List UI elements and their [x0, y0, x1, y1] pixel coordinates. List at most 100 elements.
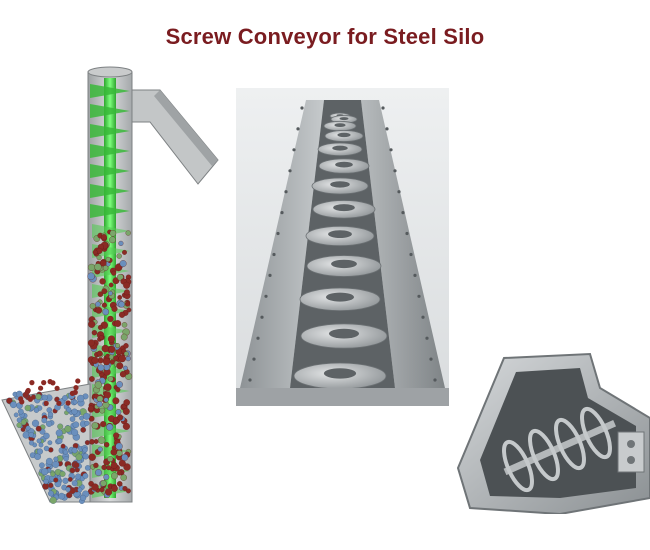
- bolt: [264, 294, 268, 298]
- particle: [75, 378, 81, 384]
- bolt: [421, 315, 425, 319]
- screw-flight: [90, 164, 130, 178]
- bolt: [292, 148, 296, 152]
- diagram-svg: [1, 66, 219, 504]
- particle: [124, 301, 131, 307]
- bolt: [256, 336, 260, 340]
- particle: [89, 376, 95, 382]
- particle: [47, 379, 53, 385]
- particle: [97, 357, 104, 364]
- particle: [47, 440, 53, 446]
- particle: [16, 422, 22, 428]
- bolt: [268, 273, 272, 277]
- particle: [119, 371, 127, 378]
- particle: [62, 395, 68, 401]
- particle: [49, 496, 57, 504]
- flight-hole: [339, 117, 349, 121]
- particle: [111, 305, 118, 312]
- particle: [83, 412, 91, 420]
- particle: [98, 335, 104, 340]
- particle: [105, 488, 113, 496]
- particle: [18, 396, 24, 402]
- bolt: [284, 190, 288, 194]
- bolt: [401, 211, 405, 215]
- particle: [41, 417, 48, 424]
- particle: [108, 282, 114, 288]
- particle: [126, 307, 132, 313]
- flight-hole: [323, 368, 357, 379]
- particle: [101, 288, 108, 295]
- particle: [123, 365, 128, 371]
- screw-flight: [92, 424, 130, 438]
- particle: [116, 450, 123, 457]
- bolt: [433, 378, 437, 382]
- particle: [28, 432, 34, 438]
- bolt: [248, 378, 252, 382]
- trough-bottom-edge: [236, 388, 449, 406]
- particle: [113, 355, 119, 361]
- particle: [48, 482, 54, 489]
- particle: [64, 425, 72, 433]
- particle: [71, 447, 78, 454]
- particle: [58, 492, 65, 500]
- particle: [75, 473, 82, 480]
- discharge-spout: [131, 89, 219, 185]
- particle: [116, 381, 123, 388]
- particle: [73, 385, 79, 391]
- particle: [43, 445, 50, 452]
- particle: [41, 394, 48, 401]
- page-title: Screw Conveyor for Steel Silo: [165, 24, 485, 49]
- flight-hole: [333, 204, 355, 212]
- particle: [122, 407, 130, 415]
- particle: [125, 230, 131, 236]
- particle: [95, 306, 103, 314]
- particle: [39, 462, 45, 469]
- particle: [95, 469, 102, 477]
- particle: [96, 255, 102, 261]
- particle: [123, 399, 130, 406]
- particle: [55, 429, 63, 437]
- trough-screw-conveyor-photo: [236, 88, 449, 406]
- particle: [109, 236, 116, 244]
- screw-flight: [90, 124, 130, 138]
- particle: [104, 442, 110, 448]
- particle: [116, 253, 122, 259]
- particle: [118, 354, 126, 363]
- flight-hole: [332, 145, 348, 151]
- particle: [88, 320, 96, 328]
- particle: [27, 396, 33, 402]
- particle: [80, 494, 87, 501]
- clamp-bolt: [627, 456, 635, 464]
- particle: [35, 393, 42, 400]
- bolt: [272, 252, 276, 257]
- inlet-flight: [580, 406, 612, 460]
- particle: [35, 425, 42, 432]
- particle: [102, 357, 111, 366]
- trough-photo-svg: [236, 88, 449, 406]
- particle: [45, 457, 53, 465]
- particle: [116, 481, 123, 487]
- particle: [116, 273, 124, 281]
- particle: [75, 453, 83, 461]
- bulk-material-particles: [6, 229, 133, 504]
- inlet-photo-svg: [440, 348, 650, 514]
- particle: [48, 490, 54, 497]
- bolt: [296, 127, 300, 131]
- screw-conveyor-inlet-photo: [440, 348, 650, 514]
- particle: [84, 465, 91, 471]
- particle: [103, 474, 110, 481]
- particle: [87, 272, 95, 281]
- particle: [87, 339, 95, 347]
- flight-hole: [334, 123, 346, 127]
- particle: [88, 453, 96, 461]
- particle: [62, 477, 69, 484]
- particle: [96, 350, 103, 357]
- particle: [33, 407, 40, 413]
- flight-hole: [328, 230, 352, 239]
- particle: [53, 477, 59, 483]
- particle: [93, 439, 99, 444]
- bolt: [260, 315, 264, 319]
- particle: [91, 422, 99, 430]
- particle: [63, 456, 69, 462]
- particle: [29, 380, 35, 386]
